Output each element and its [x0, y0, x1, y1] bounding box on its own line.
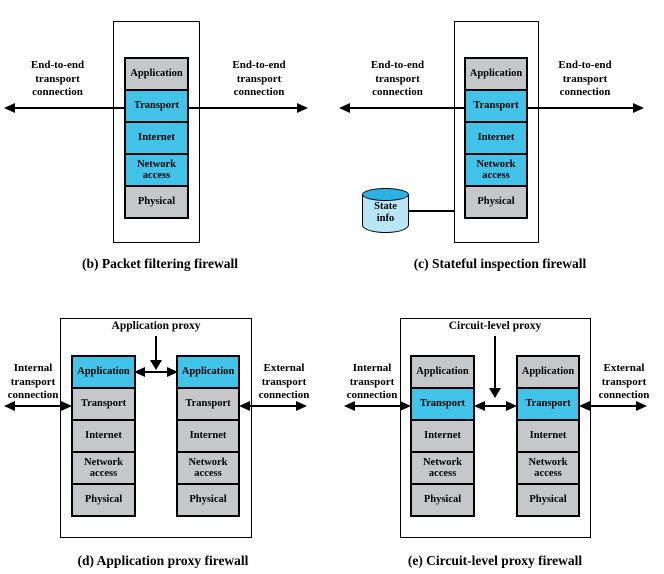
arrowhead-right-icon — [61, 401, 72, 411]
layer-network-access: Network access — [464, 153, 528, 187]
protocol-stack-e-internal: Application Transport Internet Network a… — [410, 355, 475, 517]
firewall-box-b — [113, 21, 200, 243]
firewall-box-c — [454, 21, 539, 243]
arrowhead-right-icon — [400, 401, 411, 411]
caption-c: (c) Stateful inspection firewall — [413, 256, 587, 271]
layer-network-access: Network access — [176, 451, 240, 485]
firewall-box-e — [400, 318, 591, 538]
proxy-link-arrow-e — [474, 401, 517, 411]
layer-internet: Internet — [410, 419, 475, 453]
arrowhead-right-icon — [636, 401, 647, 411]
arrow-line — [143, 371, 169, 373]
layer-network-access: Network access — [516, 451, 580, 485]
layer-physical: Physical — [464, 185, 528, 219]
proxy-pointer-arrow-e — [489, 336, 501, 398]
caption-e: (e) Circuit-level proxy firewall — [407, 553, 583, 568]
proxy-pointer-arrow-d — [150, 336, 162, 370]
arrowhead-left-icon — [4, 103, 15, 113]
layer-network-access: Network access — [71, 451, 136, 485]
arrowhead-right-icon — [506, 401, 517, 411]
external-connection-arrow-e — [579, 401, 647, 411]
layer-transport: Transport — [410, 387, 475, 421]
protocol-stack-d-external: Application Transport Internet Network a… — [176, 355, 240, 517]
right-connection-label-b: End-to-end transport connection — [232, 59, 286, 98]
protocol-stack-b: Application Transport Internet Network a… — [124, 57, 189, 219]
arrowhead-left-icon — [579, 401, 590, 411]
layer-internet: Internet — [464, 121, 528, 155]
layer-transport: Transport — [176, 387, 240, 421]
internal-connection-arrow-e — [344, 401, 411, 411]
arrowhead-left-icon — [474, 401, 485, 411]
state-info-connector-line — [407, 210, 455, 212]
right-connection-label-d: External transport connection — [258, 362, 310, 401]
protocol-stack-c: Application Transport Internet Network a… — [464, 57, 528, 219]
layer-transport: Transport — [124, 89, 189, 123]
left-connection-label-e: Internal transport connection — [346, 362, 398, 401]
arrow-line — [13, 405, 63, 407]
layer-application: Application — [464, 57, 528, 91]
layer-application: Application — [516, 355, 580, 389]
arrowhead-right-icon — [297, 103, 308, 113]
arrowhead-left-icon — [339, 103, 350, 113]
layer-network-access: Network access — [124, 153, 189, 187]
arrowhead-down-icon — [489, 388, 501, 398]
layer-physical: Physical — [410, 483, 475, 517]
left-connection-label-c: End-to-end transport connection — [370, 59, 425, 98]
arrow-line — [248, 405, 298, 407]
external-connection-arrow-d — [239, 401, 307, 411]
right-connection-label-c: End-to-end transport connection — [558, 59, 612, 98]
arrow-line — [494, 336, 496, 388]
arrow-line — [588, 405, 638, 407]
left-connection-label-d: Internal transport connection — [7, 362, 59, 401]
proxy-label-d: Application proxy — [111, 320, 201, 332]
arrowhead-left-icon — [344, 401, 355, 411]
protocol-stack-d-internal: Application Transport Internet Network a… — [71, 355, 136, 517]
right-connection-label-e: External transport connection — [598, 362, 650, 401]
arrowhead-left-icon — [239, 401, 250, 411]
arrowhead-right-icon — [633, 103, 644, 113]
proxy-link-arrow-d — [134, 367, 178, 377]
layer-physical: Physical — [516, 483, 580, 517]
arrow-line — [155, 336, 157, 360]
layer-internet: Internet — [71, 419, 136, 453]
layer-transport: Transport — [516, 387, 580, 421]
arrow-line — [483, 405, 508, 407]
arrow-line — [353, 405, 402, 407]
caption-b: (b) Packet filtering firewall — [81, 256, 239, 271]
layer-transport: Transport — [71, 387, 136, 421]
left-connection-label-b: End-to-end transport connection — [30, 59, 85, 98]
layer-transport: Transport — [464, 89, 528, 123]
layer-physical: Physical — [71, 483, 136, 517]
layer-network-access: Network access — [410, 451, 475, 485]
layer-physical: Physical — [124, 185, 189, 219]
state-info-cylinder-icon: State info — [362, 188, 409, 233]
firewall-box-d — [60, 318, 252, 538]
arrowhead-left-icon — [4, 401, 15, 411]
arrowhead-left-icon — [134, 367, 145, 377]
layer-physical: Physical — [176, 483, 240, 517]
protocol-stack-e-external: Application Transport Internet Network a… — [516, 355, 580, 517]
arrowhead-right-icon — [167, 367, 178, 377]
internal-connection-arrow-d — [4, 401, 72, 411]
layer-application: Application — [410, 355, 475, 389]
layer-internet: Internet — [176, 419, 240, 453]
layer-application: Application — [71, 355, 136, 389]
layer-application: Application — [124, 57, 189, 91]
caption-d: (d) Application proxy firewall — [77, 553, 249, 568]
layer-internet: Internet — [124, 121, 189, 155]
cylinder-top — [362, 188, 409, 201]
arrowhead-down-icon — [150, 360, 162, 370]
layer-internet: Internet — [516, 419, 580, 453]
layer-application: Application — [176, 355, 240, 389]
arrowhead-right-icon — [296, 401, 307, 411]
proxy-label-e: Circuit-level proxy — [448, 320, 542, 332]
